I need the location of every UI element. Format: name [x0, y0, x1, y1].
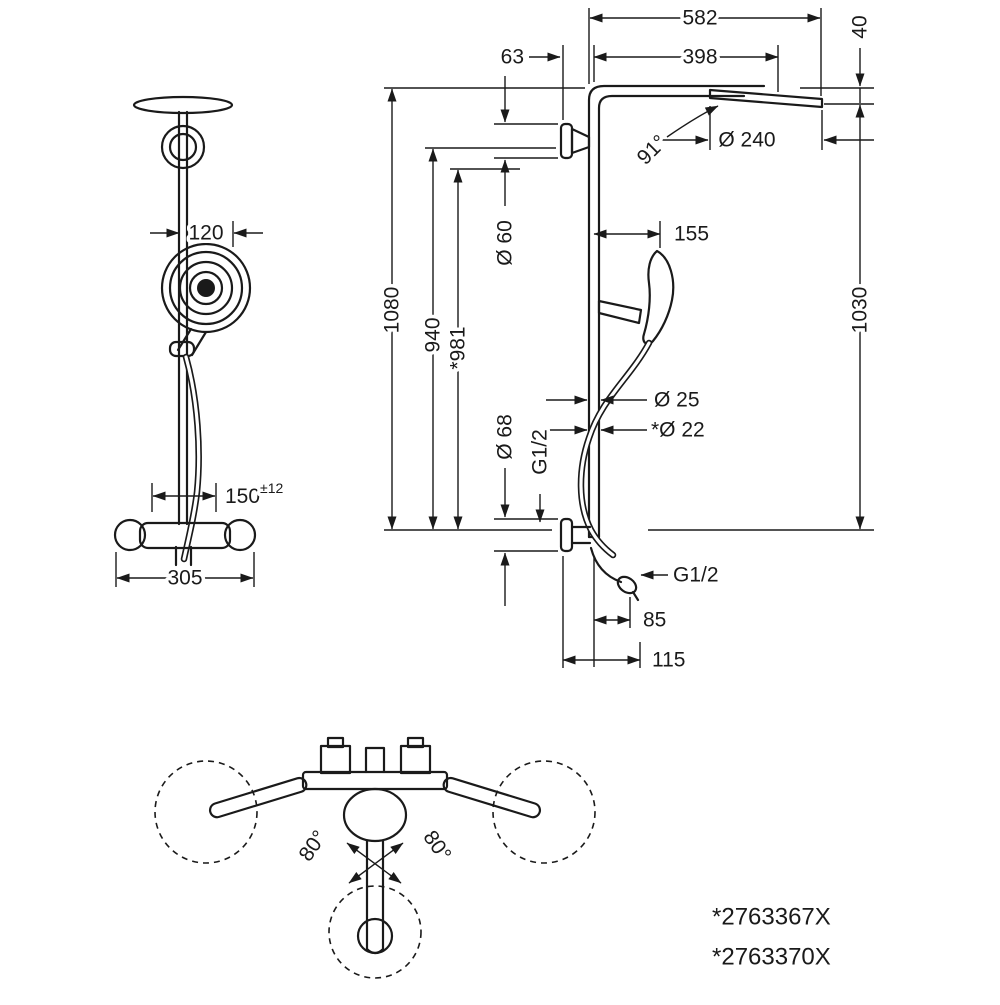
- overhead-shower-front: [132, 95, 234, 115]
- hand-shower-holder-side: [597, 299, 643, 325]
- part-numbers: *2763367X *2763370X: [712, 904, 831, 971]
- dim-150-tolerance: ±12: [260, 480, 283, 496]
- supply-tab-right: [406, 736, 425, 749]
- dim-85-label: 85: [643, 609, 666, 632]
- front-view: 120 150±12 305: [113, 95, 287, 593]
- hose-connector-side: [616, 575, 638, 595]
- side-view: 582 63 398 40 1030: [377, 3, 875, 675]
- g12-wall-label: G1/2: [529, 429, 552, 475]
- swivel-arm-right: [442, 776, 542, 819]
- swing-circle-left: [154, 760, 258, 864]
- dim-398-label: 398: [682, 46, 717, 69]
- hose-connector-tip: [631, 590, 640, 602]
- hose-front-core: [182, 355, 201, 561]
- hand-shower-ring: [188, 270, 224, 306]
- dim-22-label: *Ø 22: [651, 419, 705, 442]
- dim-height-1030: 1030: [845, 104, 875, 530]
- hose-side-outline: [577, 339, 653, 559]
- dim-pipe-diameter: Ø 25 *Ø 22: [546, 385, 708, 445]
- dim-outlet-depth: 115: [562, 556, 689, 675]
- thermostat-knob-right: [223, 518, 257, 552]
- dim-155-label: 155: [674, 223, 709, 246]
- thermostat-body-front: [138, 521, 232, 550]
- thermostat-knob-left: [113, 518, 147, 552]
- swivel-arrow-left: [346, 842, 402, 884]
- dim-940-label: 940: [422, 317, 445, 352]
- outlet-stub-front: [174, 545, 193, 567]
- hand-shower-face: [178, 260, 234, 316]
- dim-shower-diameter: 120: [150, 218, 263, 248]
- dim-escutcheon-diameter: Ø 60: [490, 76, 558, 269]
- dim-head-drop: 40: [800, 12, 875, 105]
- dim-height-940: 940: [418, 147, 556, 530]
- dim-25-label: Ø 25: [654, 389, 700, 412]
- dim-outlet-offset: 85: [593, 556, 670, 667]
- dim-height-981: *981: [443, 168, 520, 530]
- dim-head-diameter: Ø 240: [656, 106, 874, 155]
- supply-tab-left: [326, 736, 345, 749]
- wall-escutcheon-top: [559, 122, 574, 160]
- dim-240-label: Ø 240: [718, 129, 775, 152]
- hand-shower-side: [642, 249, 675, 345]
- dim-outlet-thread: G1/2: [640, 560, 722, 590]
- dim-63-label: 63: [501, 46, 524, 69]
- dim-arm-length: 398: [593, 42, 779, 92]
- dim-80-right-label: 80°: [418, 826, 455, 865]
- riser-pipe-side-inner: [597, 94, 746, 539]
- dim-80-left-label: 80°: [294, 826, 331, 865]
- supply-escutcheon-right: [399, 744, 432, 775]
- riser-pipe-side-outer: [587, 84, 766, 539]
- dim-60-label: Ø 60: [494, 220, 517, 266]
- dim-1080-label: 1080: [381, 287, 404, 334]
- wall-bar-top: [301, 770, 449, 791]
- wall-bracket-cone: [570, 127, 591, 155]
- part-number-1: *2763367X: [712, 904, 831, 931]
- dim-68-label: Ø 68: [494, 414, 517, 460]
- swivel-ring-inner: [168, 132, 198, 162]
- slider-holder: [168, 340, 196, 358]
- dim-1030-label: 1030: [849, 287, 872, 334]
- overhead-shower-side: [708, 88, 824, 109]
- swivel-ring-outer: [160, 124, 206, 170]
- dim-lower-escutcheon: Ø 68: [490, 411, 558, 606]
- dim-91-label: 91°: [633, 131, 672, 170]
- pipe-top-view-lower: [365, 839, 385, 955]
- thermostat-top-view: [342, 787, 408, 843]
- swivel-arrow-right: [348, 842, 404, 884]
- dim-150-label: 150±12: [225, 480, 284, 508]
- swivel-arm-left: [208, 776, 308, 819]
- wall-escutcheon-bottom: [559, 517, 574, 553]
- pipe-top-view-upper: [364, 746, 386, 774]
- handshower-hub-top-view: [356, 917, 394, 955]
- dim-150-value: 150: [225, 485, 260, 508]
- hand-shower-center: [197, 279, 215, 297]
- hose-side-core: [579, 341, 651, 557]
- dim-total-height: 1080: [377, 87, 874, 531]
- wall-supply-pipe: [570, 525, 592, 545]
- part-number-2: *2763370X: [712, 944, 831, 971]
- top-view: 80° 80°: [154, 736, 596, 979]
- hand-shower-mid: [168, 250, 244, 326]
- dim-wall-to-pipe: 63: [497, 42, 595, 120]
- dim-valve-width: 305: [115, 552, 255, 593]
- dim-overall-width: 582: [588, 3, 822, 96]
- g12-outlet-label: G1/2: [673, 564, 719, 587]
- dim-120-label: 120: [188, 222, 223, 245]
- dim-305-label: 305: [167, 567, 202, 590]
- dim-981-label: *981: [447, 326, 470, 369]
- dim-handshower-offset: 155: [593, 219, 713, 249]
- dim-wall-thread: G1/2: [525, 426, 555, 523]
- dim-40-label: 40: [849, 15, 872, 38]
- dim-head-angle: 91°: [629, 105, 719, 173]
- supply-escutcheon-left: [319, 744, 352, 775]
- angle-leader: [666, 105, 719, 138]
- dim-582-label: 582: [682, 7, 717, 30]
- swing-circle-right: [492, 760, 596, 864]
- dim-115-label: 115: [652, 649, 685, 672]
- dim-connection-distance: 150±12: [151, 477, 287, 512]
- handshower-swing-circle-bottom: [328, 885, 422, 979]
